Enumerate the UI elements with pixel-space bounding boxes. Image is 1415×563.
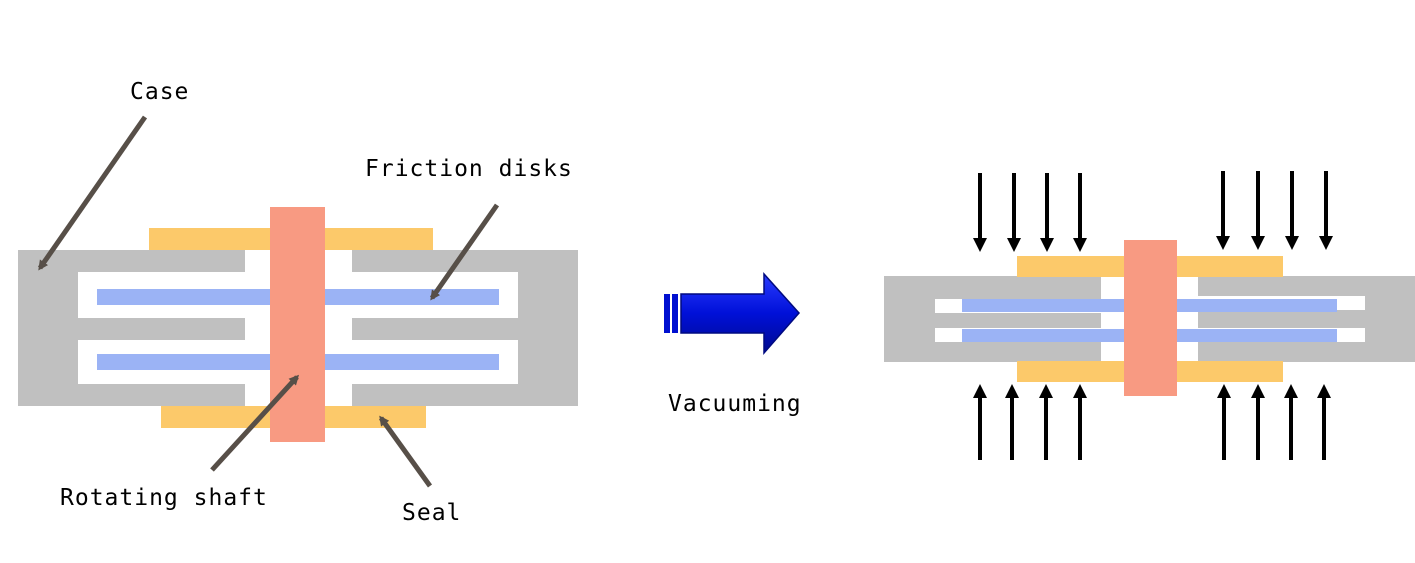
rotating-shaft-leader-arrow — [210, 374, 300, 472]
friction-disks-leader-arrow — [429, 203, 500, 301]
vacuuming-label: Vacuuming — [668, 391, 802, 417]
case-label: Case — [130, 79, 189, 105]
case — [18, 250, 578, 406]
rotating-shaft — [270, 207, 325, 442]
damper-before-vacuuming — [18, 207, 578, 442]
rotating-shaft-label: Rotating shaft — [60, 485, 268, 511]
leader-lines — [37, 115, 500, 488]
pressure-arrows-top — [973, 171, 1333, 252]
case — [884, 276, 1415, 362]
right-arrow-icon — [664, 272, 801, 355]
damper-after-vacuuming — [884, 240, 1415, 396]
friction-disks-label: Friction disks — [365, 156, 573, 182]
seal-leader-arrow — [378, 415, 433, 488]
rotating-shaft — [1124, 240, 1177, 396]
seal-label: Seal — [402, 500, 461, 526]
case-leader-arrow — [37, 115, 148, 271]
pressure-arrows-bottom — [973, 384, 1331, 460]
